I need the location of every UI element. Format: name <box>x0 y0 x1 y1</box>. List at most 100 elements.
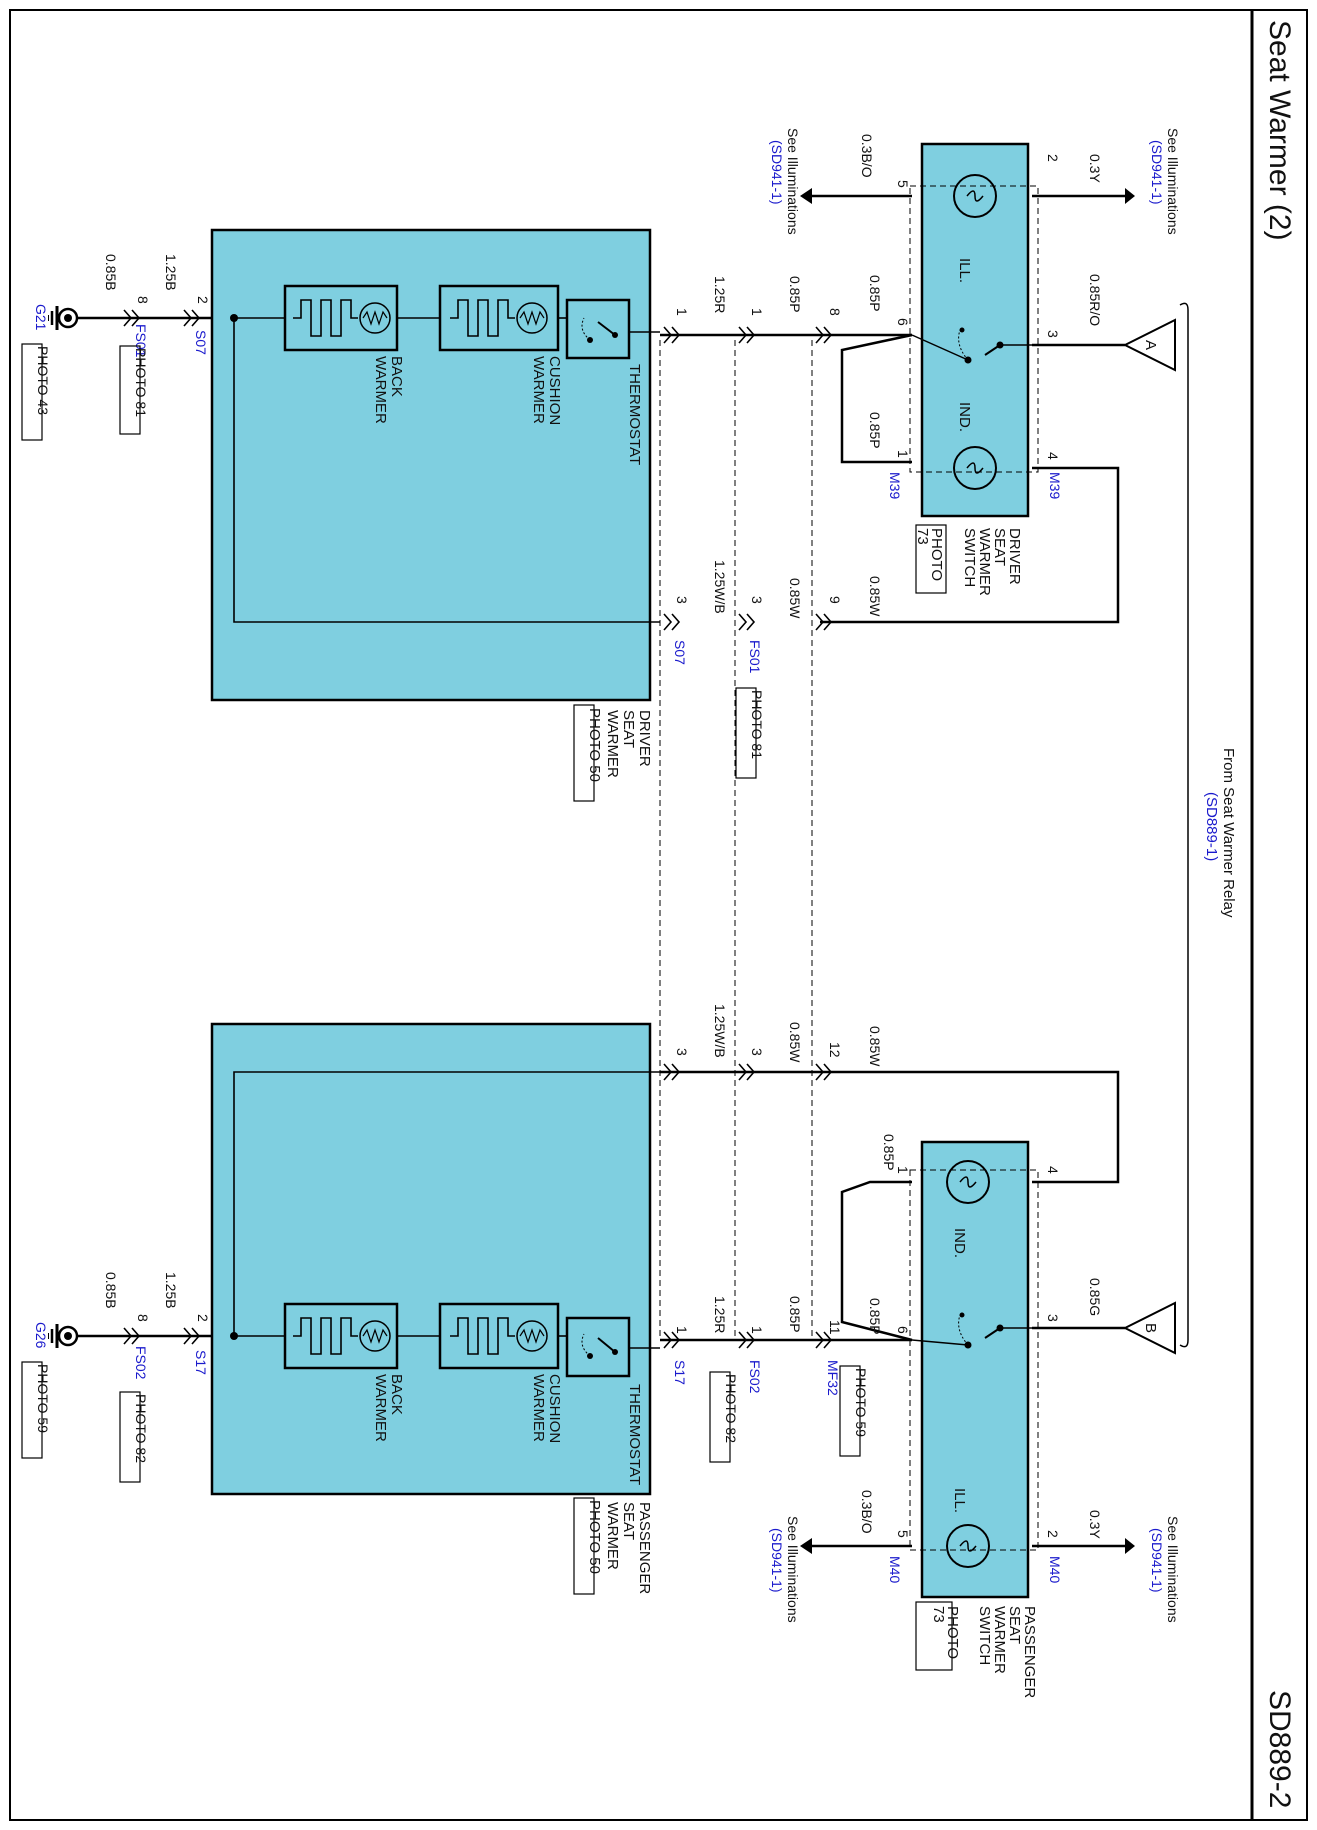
terminal-b: B <box>1142 1323 1159 1333</box>
svg-text:0.85P: 0.85P <box>881 1134 897 1171</box>
svg-text:PASSENGER: PASSENGER <box>1021 1606 1038 1698</box>
svg-text:1: 1 <box>749 308 765 316</box>
passenger-conn-s17-gnd: S17 <box>193 1350 209 1375</box>
svg-text:0.85B: 0.85B <box>103 1272 119 1309</box>
svg-text:1.25B: 1.25B <box>163 254 179 291</box>
svg-text:1.25W/B: 1.25W/B <box>712 1004 728 1058</box>
illum-see-ps-left: See Illuminations <box>785 1516 801 1623</box>
svg-text:6: 6 <box>895 318 911 326</box>
svg-text:0.85W: 0.85W <box>867 1026 883 1067</box>
svg-text:PHOTO 50: PHOTO 50 <box>586 708 603 782</box>
svg-text:0.85B: 0.85B <box>103 254 119 291</box>
passenger-conn-fs02-gnd: FS02 <box>133 1346 149 1380</box>
page-code: SD889-2 <box>1263 1690 1296 1808</box>
svg-text:CUSHION: CUSHION <box>546 356 563 425</box>
svg-text:WARMER: WARMER <box>530 1374 547 1442</box>
svg-text:SEAT: SEAT <box>620 1502 637 1540</box>
svg-text:WARMER: WARMER <box>530 356 547 424</box>
passenger-ill-label: ILL. <box>951 1488 968 1513</box>
svg-text:PHOTO 59: PHOTO 59 <box>853 1368 869 1437</box>
svg-text:2: 2 <box>1045 154 1061 162</box>
svg-text:0.85P: 0.85P <box>867 1298 883 1335</box>
driver-thermostat-icon <box>565 298 631 360</box>
svg-text:1.25W/B: 1.25W/B <box>712 560 728 614</box>
svg-text:0.85P: 0.85P <box>867 412 883 449</box>
svg-text:1: 1 <box>674 1326 690 1334</box>
illum-see-dr-right: See Illuminations <box>1165 128 1181 235</box>
passenger-conn-mf32: MF32 <box>825 1360 841 1396</box>
svg-text:WARMER: WARMER <box>372 356 389 424</box>
svg-text:3: 3 <box>749 596 765 604</box>
svg-text:PHOTO: PHOTO <box>928 528 945 581</box>
svg-text:3: 3 <box>1045 330 1061 338</box>
svg-text:3: 3 <box>1045 1314 1061 1322</box>
svg-text:0.3B/O: 0.3B/O <box>859 134 875 178</box>
svg-text:PHOTO 81: PHOTO 81 <box>749 690 765 759</box>
svg-text:PHOTO 43: PHOTO 43 <box>35 346 51 415</box>
illum-see-ps-right: See Illuminations <box>1165 1516 1181 1623</box>
svg-text:0.85W: 0.85W <box>867 576 883 617</box>
svg-text:3: 3 <box>674 1048 690 1056</box>
svg-text:11: 11 <box>827 1320 843 1335</box>
svg-text:WARMER: WARMER <box>991 1606 1008 1674</box>
svg-text:PHOTO 50: PHOTO 50 <box>586 1500 603 1574</box>
svg-text:PHOTO 82: PHOTO 82 <box>133 1394 149 1463</box>
passenger-seat-title-1: PASSENGER <box>636 1502 653 1594</box>
svg-text:0.85W: 0.85W <box>787 578 803 619</box>
passenger-ind-lamp-icon <box>946 1160 990 1204</box>
svg-text:1: 1 <box>749 1326 765 1334</box>
svg-text:0.85G: 0.85G <box>1087 1278 1103 1316</box>
svg-text:DRIVER: DRIVER <box>1006 528 1023 585</box>
svg-text:8: 8 <box>135 296 151 304</box>
svg-text:BACK: BACK <box>388 356 405 397</box>
driver-ind-label: IND. <box>956 402 973 432</box>
illum-see-dr-left: See Illuminations <box>785 128 801 235</box>
svg-text:1.25R: 1.25R <box>712 1296 728 1333</box>
driver-switch-box <box>920 142 1030 518</box>
svg-text:0.3B/O: 0.3B/O <box>859 1490 875 1534</box>
svg-text:SEAT: SEAT <box>991 528 1008 566</box>
svg-text:0.3Y: 0.3Y <box>1087 154 1103 183</box>
svg-text:PHOTO 59: PHOTO 59 <box>35 1364 51 1433</box>
illum-ref-dr-right: (SD941-1) <box>1149 140 1165 205</box>
svg-text:2: 2 <box>195 1314 211 1322</box>
relay-ref: (SD889-1) <box>1203 792 1220 861</box>
svg-text:6: 6 <box>895 1326 911 1334</box>
svg-text:1: 1 <box>895 450 911 458</box>
svg-text:2: 2 <box>195 296 211 304</box>
svg-text:0.85P: 0.85P <box>787 276 803 313</box>
svg-text:THERMOSTAT: THERMOSTAT <box>626 364 643 465</box>
svg-text:PHOTO 81: PHOTO 81 <box>133 348 149 417</box>
svg-text:SEAT: SEAT <box>1006 1606 1023 1644</box>
passenger-conn-top: M40 <box>1047 1556 1063 1583</box>
passenger-switch-title: PASSENGER SEAT WARMER SWITCH PHOTO 73 <box>915 1601 1038 1698</box>
svg-text:73: 73 <box>930 1606 947 1623</box>
svg-text:9: 9 <box>827 596 843 604</box>
driver-switch-dash <box>909 185 1039 473</box>
svg-text:0.85R/O: 0.85R/O <box>1087 274 1103 326</box>
svg-text:1.25R: 1.25R <box>712 276 728 313</box>
driver-ill-label: ILL. <box>956 258 973 283</box>
svg-text:CUSHION: CUSHION <box>546 1374 563 1443</box>
relay-label: From Seat Warmer Relay <box>1220 748 1237 918</box>
svg-text:BACK: BACK <box>388 1374 405 1415</box>
svg-text:SWITCH: SWITCH <box>961 528 978 587</box>
svg-text:WARMER: WARMER <box>604 710 621 778</box>
ground-g21: G21 <box>33 304 49 331</box>
driver-conn-s07-b: S07 <box>672 640 688 665</box>
illum-ref-ps-left: (SD941-1) <box>769 1528 785 1593</box>
svg-text:0.85W: 0.85W <box>787 1022 803 1063</box>
ground-g21-icon <box>48 304 79 332</box>
passenger-switch-box <box>920 1140 1030 1599</box>
passenger-back-warmer-icon <box>283 1302 399 1370</box>
svg-text:SEAT: SEAT <box>620 710 637 748</box>
driver-conn-top: M39 <box>1047 472 1063 499</box>
ground-g26-icon <box>48 1322 79 1350</box>
driver-ill-lamp-icon <box>953 174 997 218</box>
svg-text:4: 4 <box>1045 452 1061 460</box>
svg-text:0.85P: 0.85P <box>867 275 883 312</box>
driver-ind-lamp-icon <box>953 446 997 490</box>
svg-text:12: 12 <box>827 1042 843 1058</box>
passenger-seat-box <box>210 1022 652 1496</box>
